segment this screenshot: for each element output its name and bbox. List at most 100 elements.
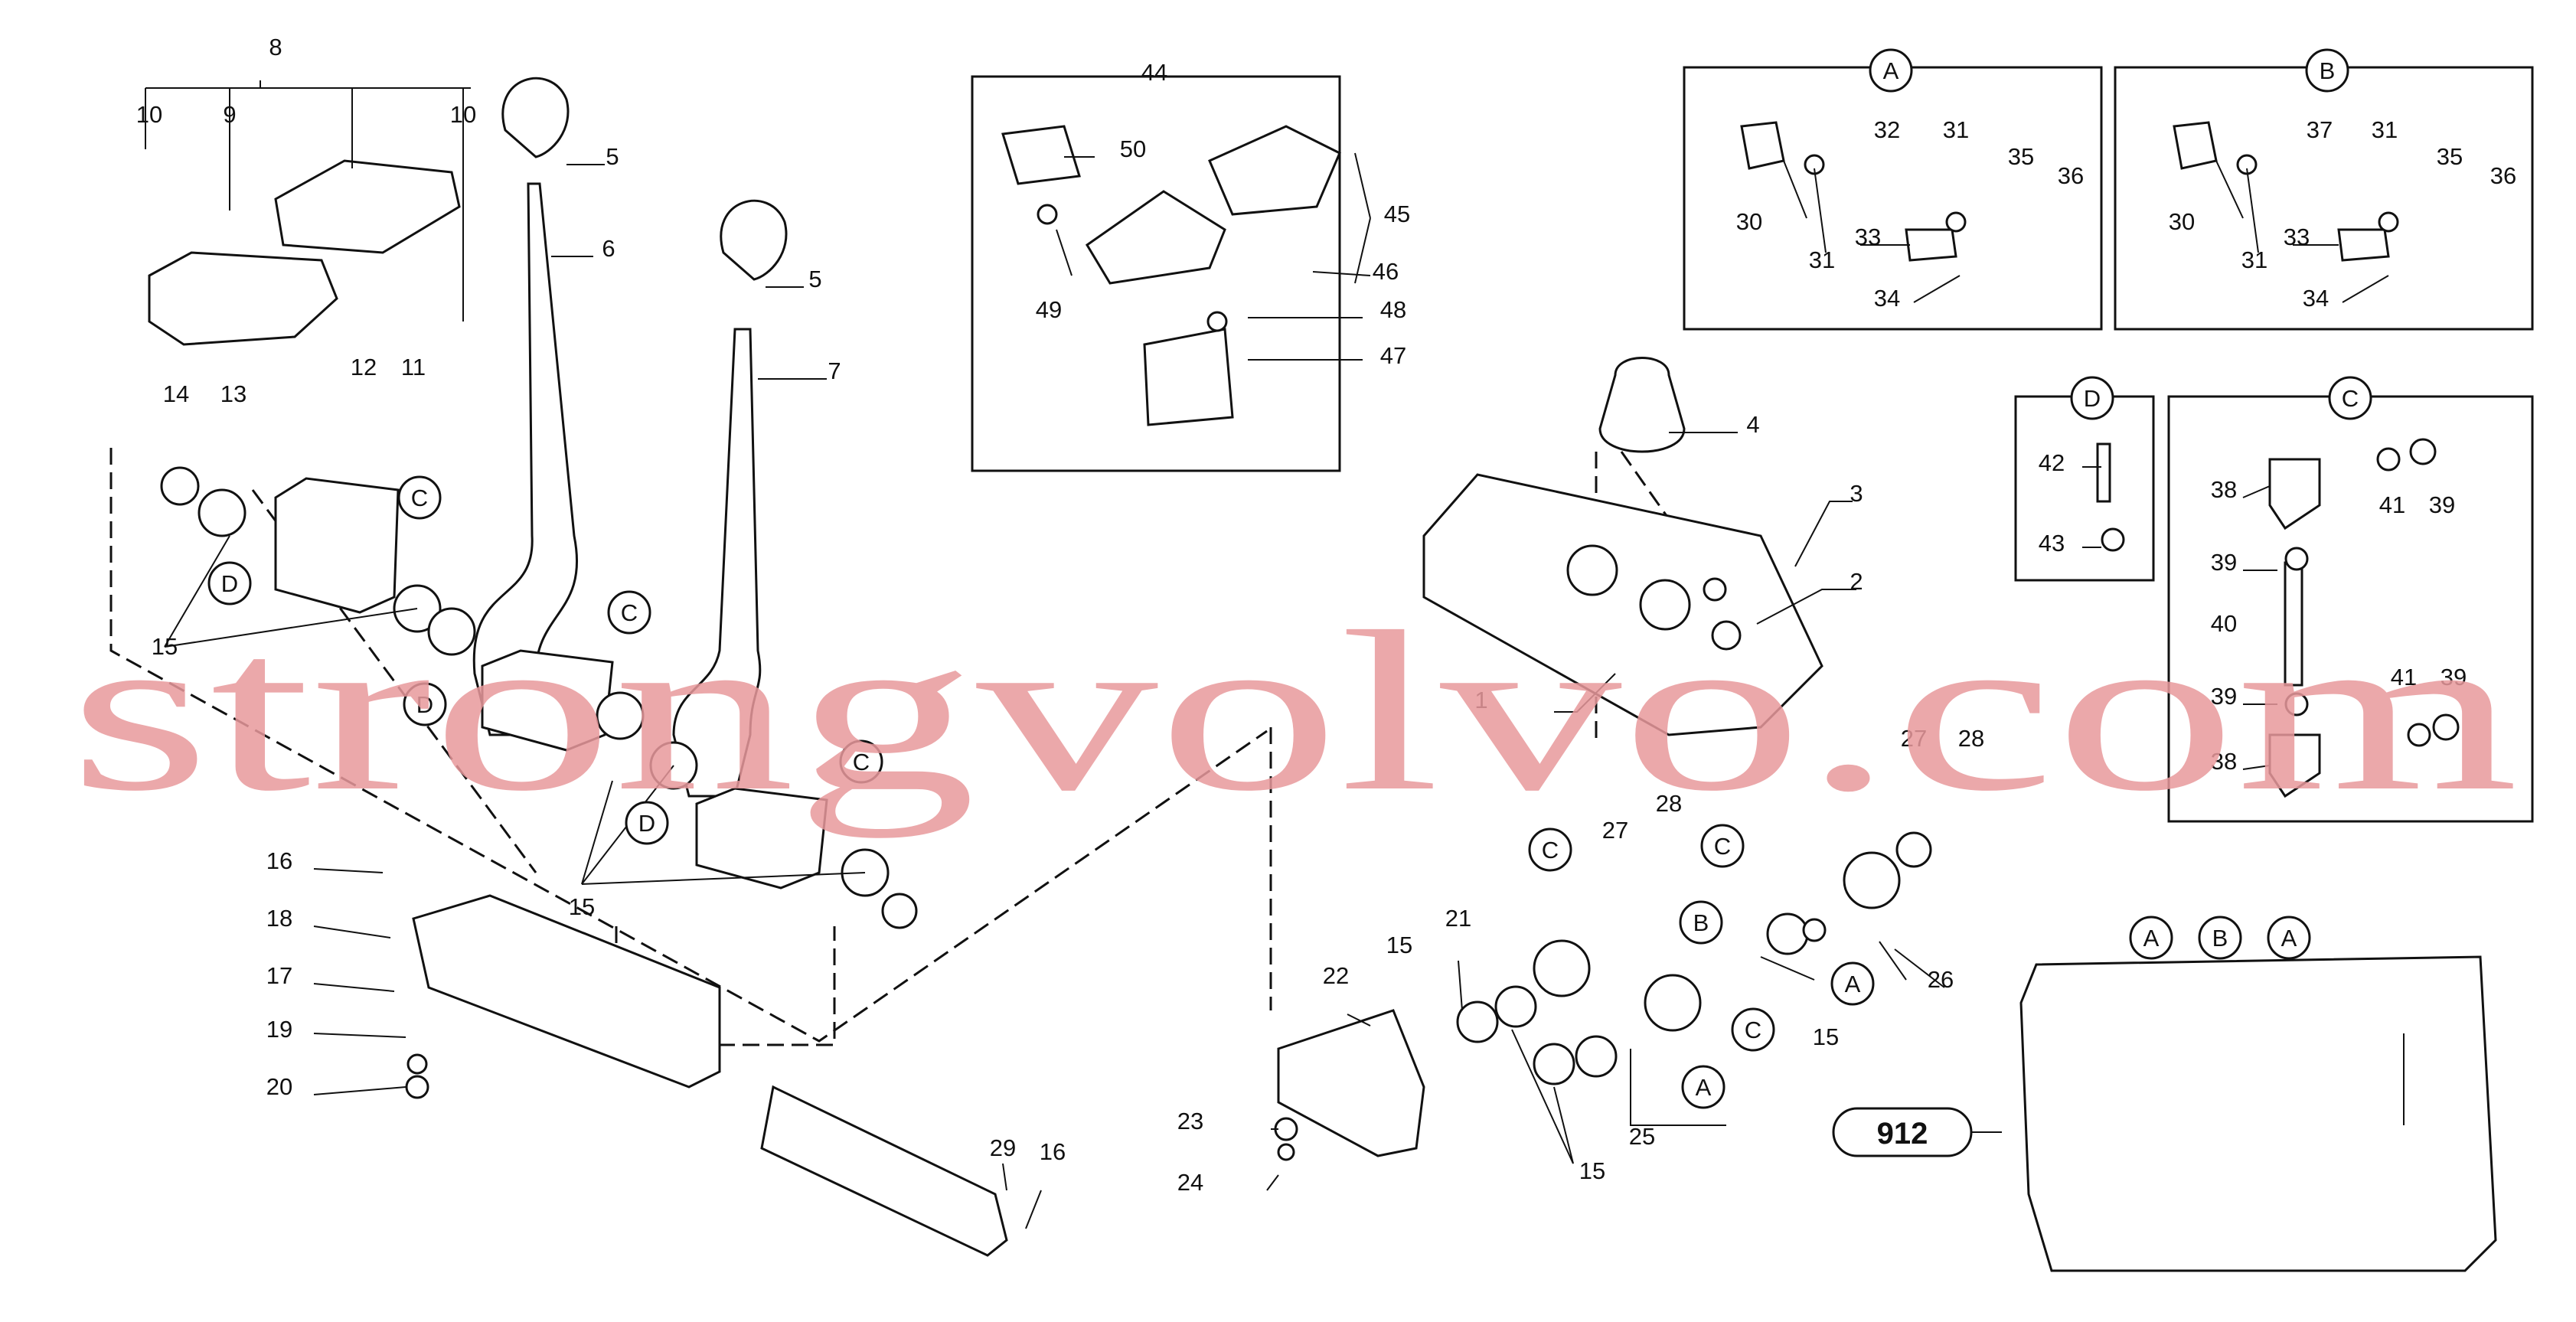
part-number-label: 6: [602, 235, 615, 262]
assembly-code-badge: 912: [1832, 1107, 2002, 1157]
leader-line: [2215, 160, 2244, 219]
part-number-label: 46: [1373, 258, 1399, 285]
detail-marker-circle: [2267, 916, 2311, 960]
part-number-label: 41: [2379, 491, 2405, 518]
detail-marker-d: D: [638, 810, 655, 837]
part-circle: [881, 893, 918, 929]
part-number-label: 43: [2039, 530, 2065, 557]
part-number-label: 50: [1120, 135, 1146, 162]
part-number-label: 34: [2303, 285, 2329, 312]
leader-line: [1794, 501, 1853, 567]
part-circle: [1703, 577, 1727, 602]
watermark-text: strongvolvo.com: [69, 584, 2519, 839]
part-number-label: 1: [1474, 687, 1487, 713]
part-circle: [1639, 579, 1691, 631]
part-number-label: 30: [2169, 208, 2195, 235]
leader-line: [1894, 948, 1945, 988]
lever-cover: [148, 251, 338, 346]
bracket-44: [1143, 328, 1234, 426]
lever-cover-45-lower: [1085, 190, 1226, 285]
detail-marker-circle: [2198, 916, 2242, 960]
detail-marker-a: A: [2143, 925, 2160, 952]
part-number-label: 15: [1579, 1157, 1605, 1184]
part-number-label: 36: [2058, 162, 2084, 189]
part-circle: [1277, 1143, 1295, 1161]
part-circle: [1037, 204, 1058, 225]
part-circle: [1843, 851, 1901, 909]
leader-line: [1458, 960, 1463, 1011]
part-number-label: 9: [223, 101, 236, 128]
manual-50: [1001, 125, 1081, 185]
valve-bracket-22: [1277, 1009, 1425, 1157]
part-circle: [1711, 620, 1742, 651]
mounting-bracket-18: [412, 894, 721, 1089]
leader-line: [1554, 673, 1616, 713]
part-number-label: 15: [569, 893, 595, 920]
part-number-label: 17: [266, 962, 292, 989]
part-number-label: 39: [2211, 549, 2237, 576]
control-plate-1: [1422, 473, 1823, 736]
leader-line: [313, 1033, 406, 1038]
part-number-label: 36: [2490, 162, 2516, 189]
assembly-code: 912: [1877, 1117, 1928, 1151]
leader-line: [2342, 275, 2389, 303]
leader-line: [1760, 956, 1815, 981]
part-number-label: 35: [2437, 143, 2463, 170]
control-lever-7: [672, 328, 762, 798]
part-number-label: 31: [1943, 116, 1969, 143]
leader-line: [2242, 485, 2271, 498]
part-number-label: 5: [606, 143, 619, 170]
detail-marker-circle: [1830, 961, 1875, 1006]
detail-marker-b: B: [2212, 925, 2228, 952]
part-circle: [2407, 723, 2431, 747]
leader-line: [1266, 1174, 1279, 1191]
part-number-label: 21: [1445, 905, 1471, 932]
part-number-label: 10: [136, 101, 162, 128]
part-number-label: 27: [1901, 725, 1927, 752]
part-circle: [405, 1075, 429, 1099]
part-number-label: 3: [1850, 480, 1863, 507]
part-circle: [2284, 547, 2309, 571]
detail-marker-c: C: [1714, 833, 1731, 860]
leader-line: [313, 1086, 406, 1095]
detail-a-nut-block: [1905, 228, 1957, 262]
part-circle: [1456, 1000, 1499, 1043]
detail-marker-circle: [839, 739, 883, 784]
leader-line: [1347, 1014, 1371, 1027]
detail-marker-circle: [2328, 376, 2372, 420]
detail-frame-d: [2014, 395, 2155, 582]
detail-marker-circle: [2129, 916, 2173, 960]
leader-line: [2242, 765, 2271, 770]
lever-bracket: [274, 477, 400, 614]
part-number-label: 48: [1380, 296, 1406, 323]
part-circle: [2376, 447, 2401, 472]
leader-line: [1002, 1163, 1007, 1191]
leader-line: [1879, 941, 1907, 981]
leader-line: [1354, 217, 1371, 284]
detail-marker-d: D: [416, 691, 433, 718]
part-number-label: 41: [2391, 664, 2417, 690]
leader-line: [313, 868, 384, 873]
leader-line: [1783, 160, 1807, 219]
detail-marker-c: C: [1745, 1017, 1761, 1043]
part-number-label: 31: [2372, 116, 2398, 143]
part-number-label: 49: [1036, 296, 1062, 323]
part-circle: [1566, 544, 1618, 596]
lever-cover-upper: [274, 159, 461, 254]
part-number-label: 23: [1177, 1108, 1203, 1134]
part-circle: [1895, 831, 1932, 868]
part-circle: [160, 466, 200, 506]
detail-marker-circle: [1528, 827, 1572, 872]
part-number-label: 42: [2039, 449, 2065, 476]
detail-marker-circle: [2305, 48, 2349, 93]
part-number-label: 31: [1809, 246, 1835, 273]
detail-marker-a: A: [1883, 57, 1899, 84]
part-number-label: 28: [1656, 790, 1682, 817]
part-number-label: 47: [1380, 342, 1406, 369]
part-number-label: 12: [351, 354, 377, 380]
detail-marker-circle: [403, 682, 447, 726]
part-circle: [1802, 918, 1827, 942]
part-number-label: 16: [1040, 1138, 1066, 1165]
detail-marker-c: C: [853, 749, 870, 775]
